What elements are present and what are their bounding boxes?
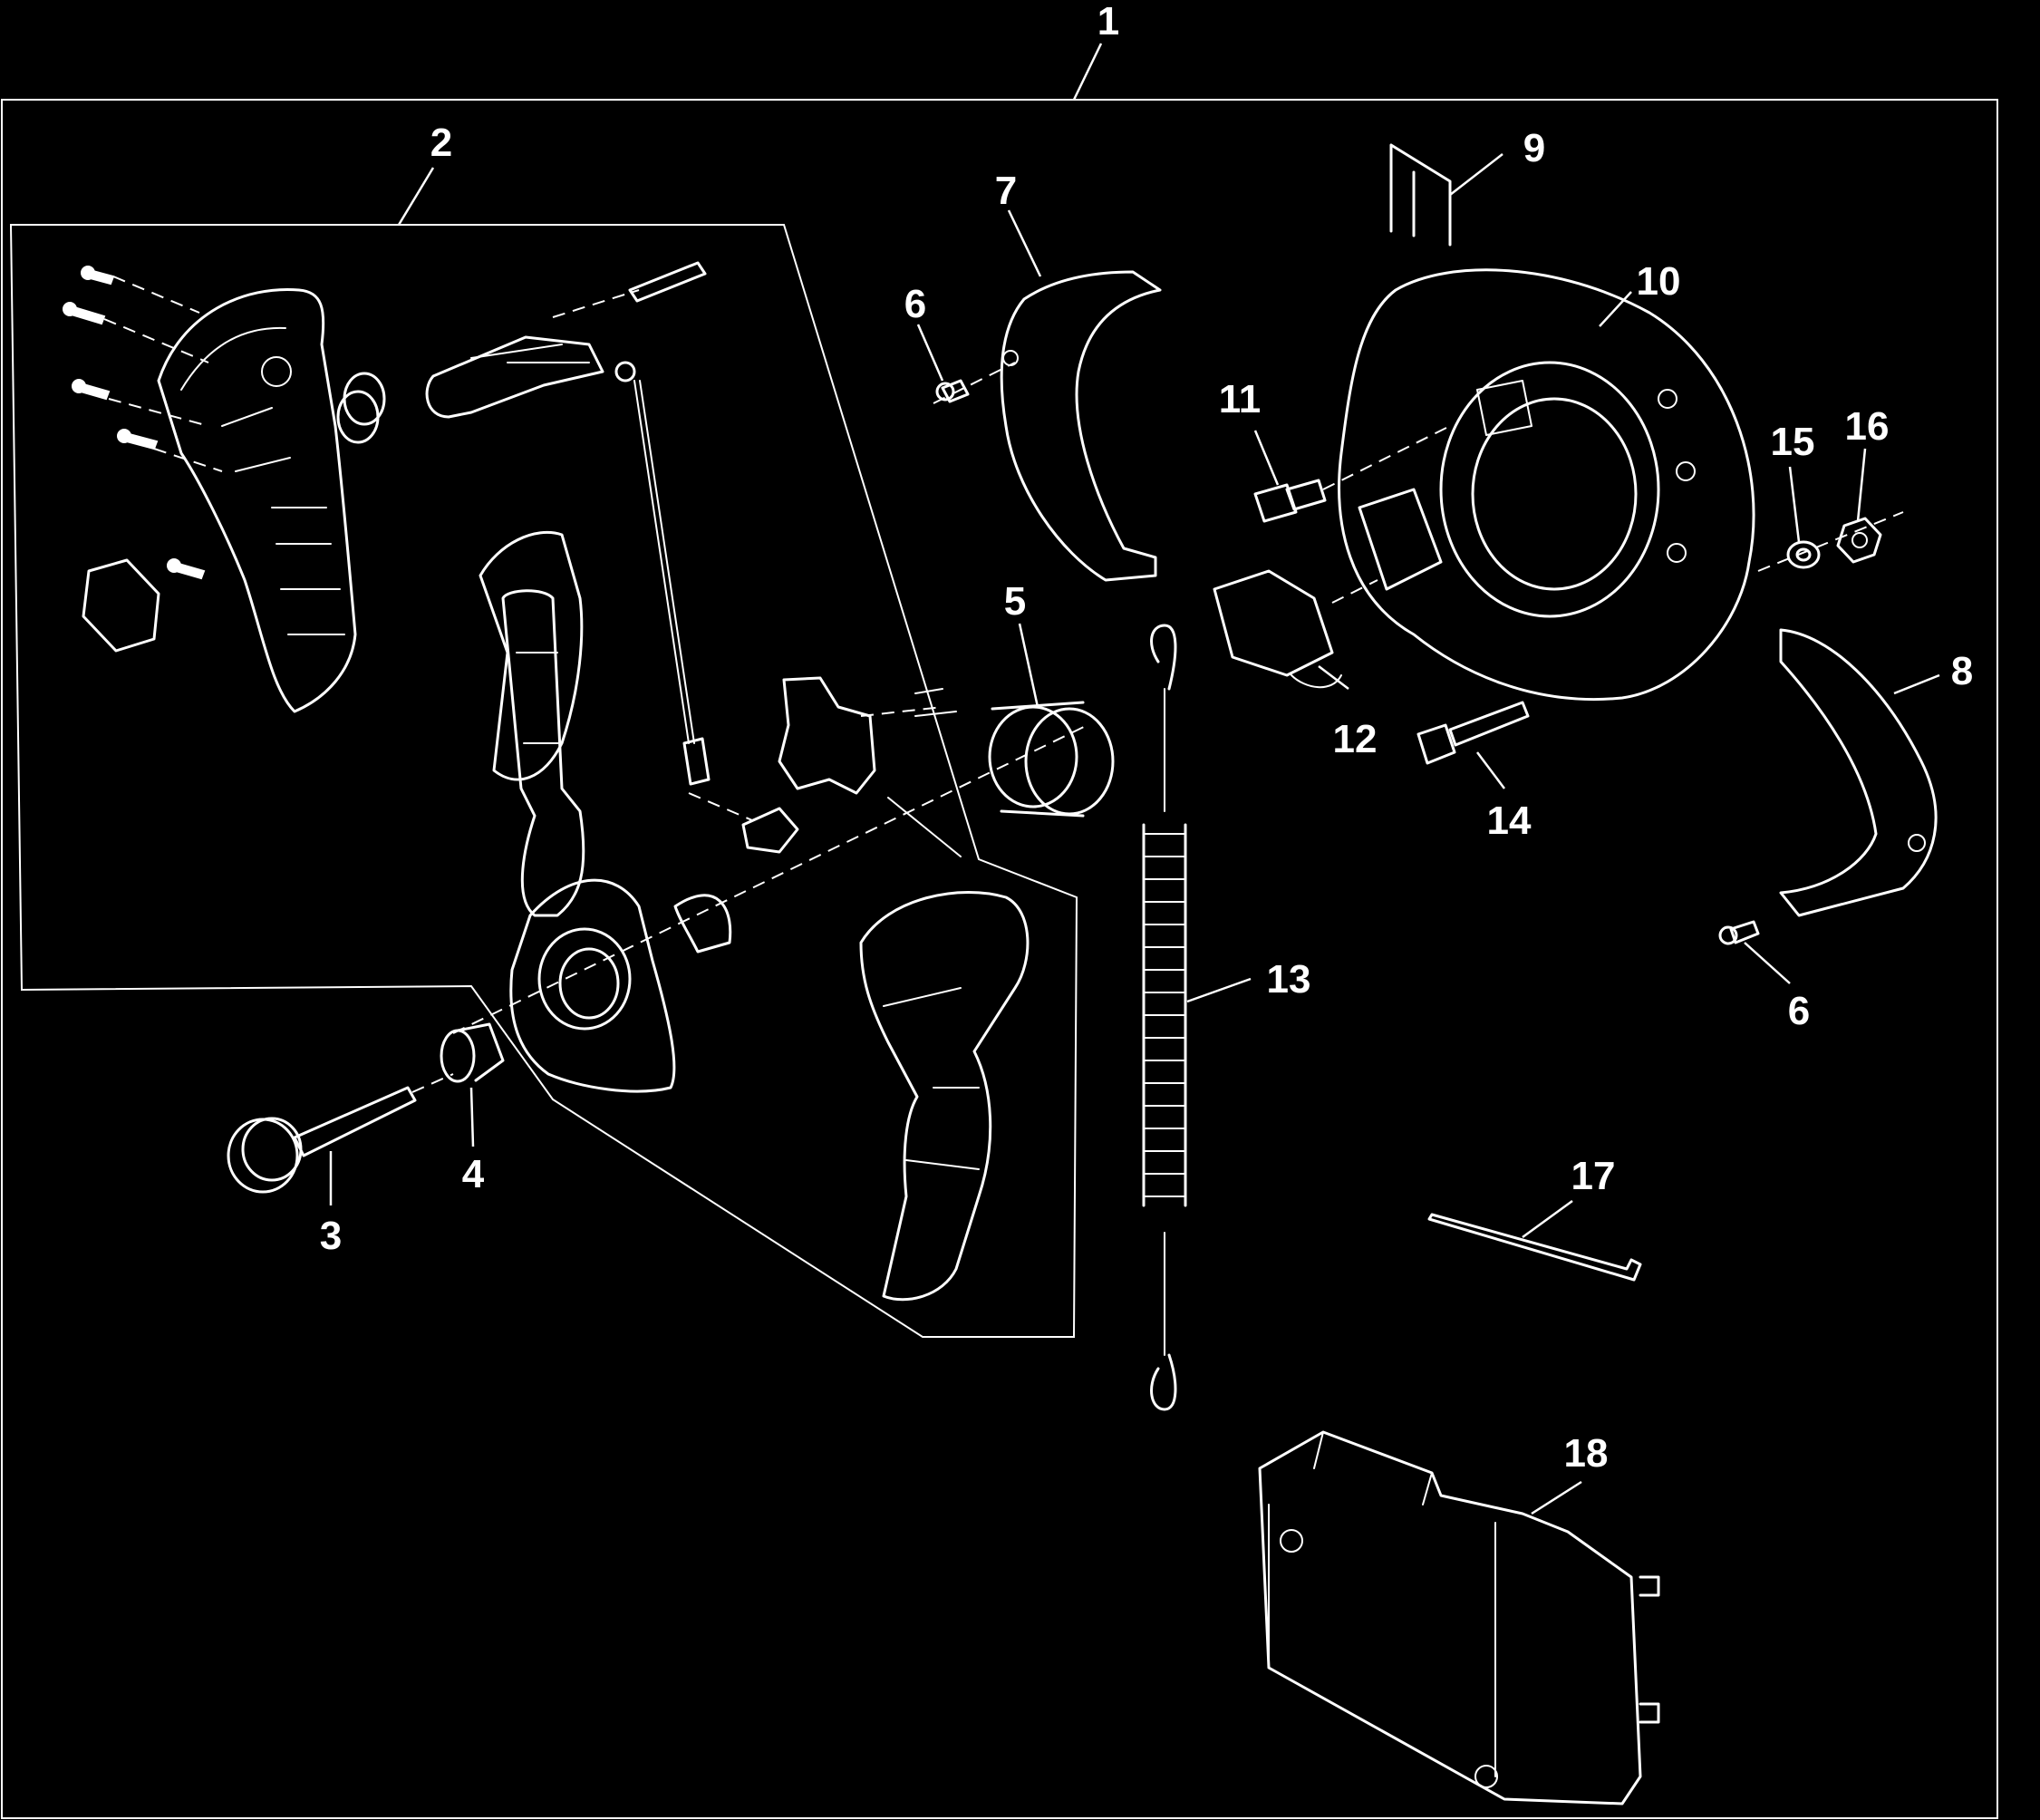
- control-module: [1258, 1430, 1660, 1805]
- callout-7: 7: [995, 169, 1017, 213]
- leader-11: [1253, 430, 1280, 486]
- callout-15: 15: [1771, 420, 1815, 464]
- leader-12: [1318, 665, 1349, 690]
- shroud-upper: [1000, 270, 1162, 582]
- leader-13: [1186, 977, 1252, 1003]
- leader-9: [1449, 153, 1503, 196]
- callout-10: 10: [1637, 259, 1681, 304]
- callout-11: 11: [1219, 377, 1262, 421]
- latch-trigger: [425, 335, 604, 419]
- leader-5: [1018, 623, 1039, 708]
- callout-18: 18: [1564, 1431, 1609, 1476]
- callout-5: 5: [1004, 579, 1026, 624]
- callout-12: 12: [1333, 717, 1378, 761]
- cable-tie: [1427, 1213, 1642, 1282]
- bolt-11: [1253, 479, 1327, 523]
- spacer-ring: [988, 701, 1115, 818]
- leader-15: [1788, 466, 1801, 543]
- callout-17: 17: [1571, 1154, 1616, 1198]
- screw-6-lower: [1718, 920, 1760, 945]
- control-housing: [1338, 268, 1755, 702]
- callout-13: 13: [1267, 957, 1311, 1002]
- subassembly-frame: [9, 224, 1078, 1338]
- callout-6-lower: 6: [1788, 989, 1810, 1033]
- neutral-switch: [1213, 569, 1342, 689]
- bushing-small: [336, 372, 386, 444]
- control-body: [509, 878, 732, 1093]
- leader-4: [469, 1087, 475, 1147]
- washer-15: [1786, 540, 1821, 569]
- leader-6a: [916, 324, 944, 382]
- bushing-nut: [440, 1022, 505, 1083]
- leader-16: [1856, 448, 1867, 522]
- handle-half-left: [157, 287, 357, 713]
- nut-16: [1836, 517, 1882, 564]
- lanyard-cord: [1142, 624, 1187, 1411]
- callout-4: 4: [462, 1152, 485, 1196]
- leader-6b: [1744, 942, 1791, 984]
- callout-16: 16: [1845, 404, 1890, 449]
- assembly-frame: [1, 99, 1998, 1819]
- leader-18: [1531, 1480, 1582, 1515]
- callout-1: 1: [1097, 0, 1119, 44]
- rubber-block: [82, 558, 160, 653]
- screws-group: [63, 266, 206, 580]
- friction-knob: [227, 1086, 417, 1194]
- handle-tube: [501, 589, 585, 917]
- callout-9: 9: [1523, 126, 1545, 170]
- leader-10: [1599, 291, 1632, 327]
- callout-3: 3: [320, 1214, 342, 1258]
- handle-grip-cover: [859, 891, 1030, 1302]
- pin-rod: [628, 261, 707, 303]
- bolt-14: [1416, 701, 1530, 765]
- handle-half-right: [479, 530, 584, 781]
- leader-14: [1476, 751, 1505, 789]
- leader-8: [1893, 673, 1940, 695]
- leader-7: [1007, 209, 1042, 277]
- retaining-clip: [1389, 143, 1452, 247]
- callout-2: 2: [430, 121, 452, 165]
- shroud-lower: [1779, 628, 1938, 917]
- leader-2: [397, 167, 435, 226]
- shift-mechanism: [741, 676, 962, 857]
- callout-14: 14: [1487, 799, 1532, 843]
- leader-17: [1522, 1199, 1573, 1239]
- screw-6-upper: [935, 379, 970, 403]
- leader-1: [1072, 43, 1103, 101]
- callout-6-upper: 6: [904, 282, 926, 326]
- spring-rod: [614, 361, 711, 786]
- callout-8: 8: [1951, 649, 1973, 693]
